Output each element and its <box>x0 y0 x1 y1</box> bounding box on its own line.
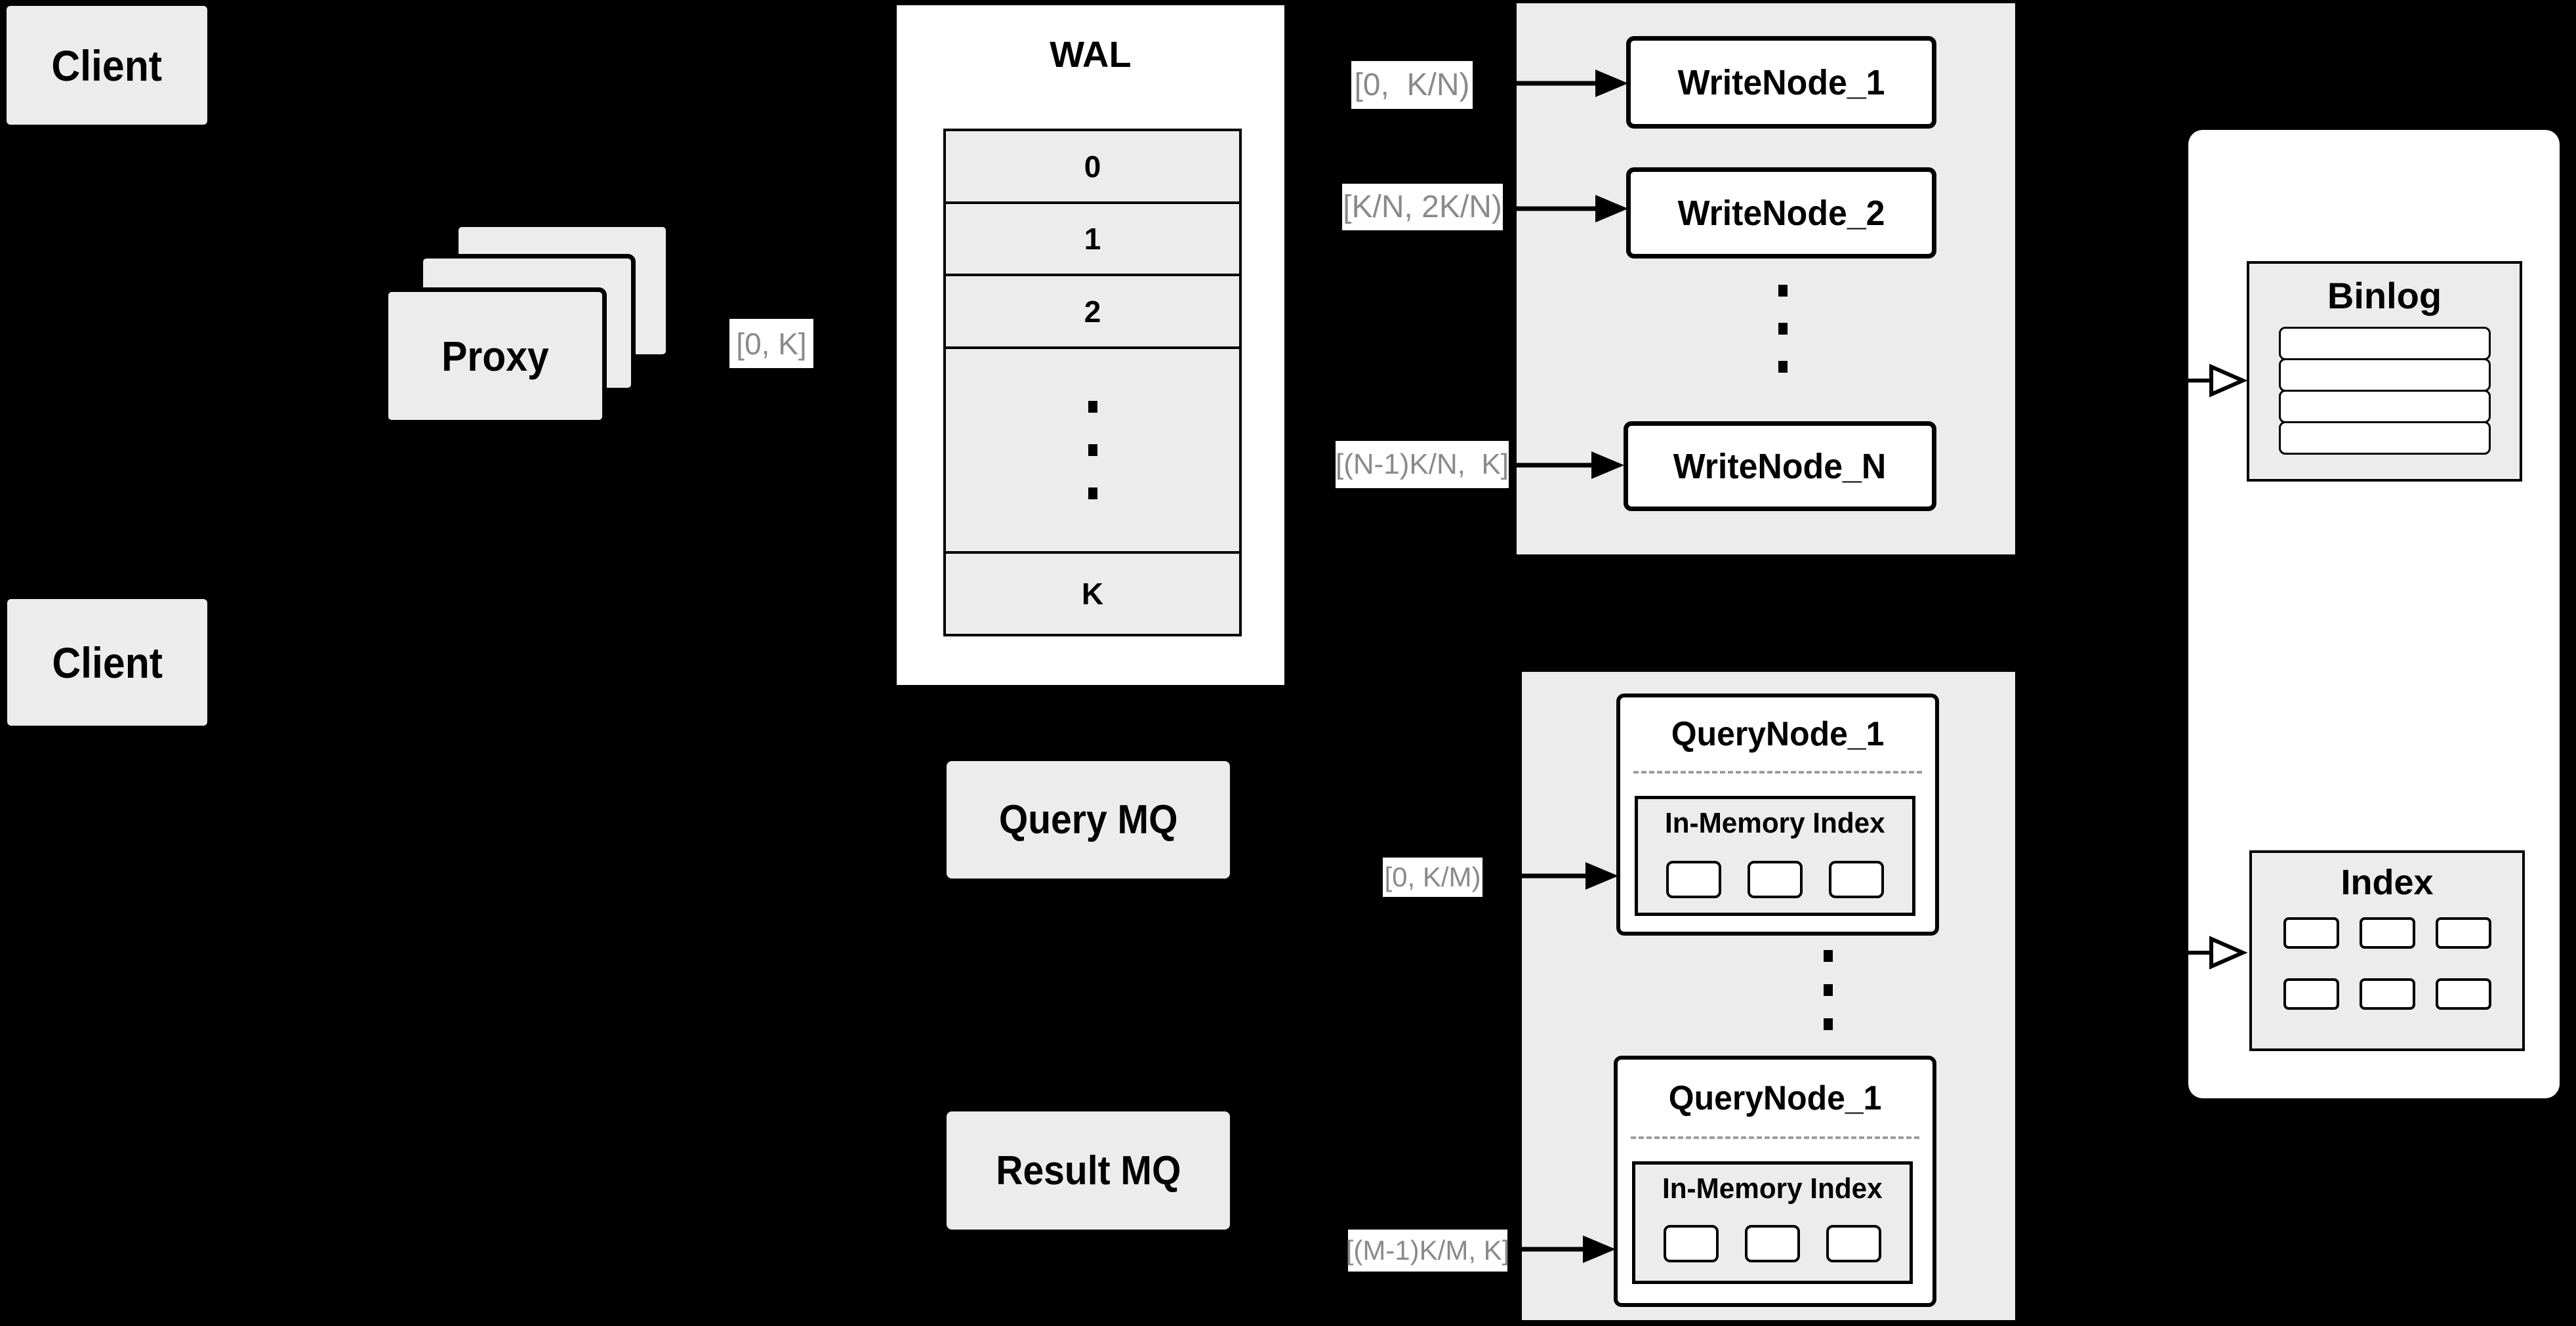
segment-square-icon <box>1748 861 1803 898</box>
range-label-write-2: [K/N, 2K/N) <box>1342 184 1503 230</box>
binlog-title: Binlog <box>2327 275 2442 316</box>
segment-square-icon <box>1745 1225 1800 1262</box>
range-label-query-1: [0, K/M) <box>1383 858 1482 897</box>
client-top-label: Client <box>51 41 163 90</box>
write-node-2-box: WriteNode_2 <box>1626 167 1936 259</box>
in-memory-index-title: In-Memory Index <box>1662 1172 1883 1205</box>
result-mq-label: Result MQ <box>995 1148 1181 1193</box>
segment-square-icon <box>1666 861 1721 898</box>
query-node-m-title: QueryNode_1 <box>1668 1079 1882 1117</box>
dashed-divider <box>1633 771 1922 774</box>
write-node-2-label: WriteNode_2 <box>1677 193 1885 233</box>
wal-segment-1: 1 <box>1084 222 1101 256</box>
range-label-write-1: [0, K/N) <box>1351 61 1473 109</box>
segment-square-icon <box>1664 1225 1719 1262</box>
dashed-divider <box>1631 1136 1919 1139</box>
write-node-n-label: WriteNode_N <box>1673 446 1887 486</box>
segment-squares <box>1638 861 1912 898</box>
wal-segment-row: K <box>946 554 1239 634</box>
query-node-m-box: QueryNode_1 In-Memory Index <box>1614 1056 1936 1307</box>
vertical-ellipsis-icon <box>1778 285 1788 373</box>
query-node-1-box: QueryNode_1 In-Memory Index <box>1616 694 1939 936</box>
wal-segment-table: 0 1 2 K <box>943 129 1242 636</box>
segment-square-icon <box>1829 861 1884 898</box>
wal-ellipsis-row <box>946 349 1239 554</box>
proxy-label: Proxy <box>441 332 549 380</box>
binlog-rows <box>2249 327 2520 455</box>
index-title: Index <box>2341 863 2434 902</box>
store-engine-panel: Store Engine Binlog Index <box>2188 130 2560 1098</box>
wal-segment-row: 0 <box>946 131 1239 204</box>
query-mq-label: Query MQ <box>998 797 1178 842</box>
index-cell-icon <box>2359 917 2415 949</box>
proxy-card-front: Proxy <box>384 287 607 425</box>
binlog-row-icon <box>2278 390 2491 423</box>
index-cells-row <box>2252 978 2522 1010</box>
index-cell-icon <box>2435 917 2491 949</box>
binlog-row-icon <box>2278 421 2491 455</box>
write-node-1-box: WriteNode_1 <box>1626 36 1936 129</box>
segment-squares <box>1635 1225 1910 1262</box>
result-mq-box: Result MQ <box>947 1111 1230 1230</box>
range-label-proxy-wal: [0, K] <box>729 319 813 368</box>
range-label-write-n: [(N-1)K/N, K] <box>1336 441 1509 488</box>
wal-panel: WAL 0 1 2 K <box>897 5 1284 685</box>
wal-segment-row: 2 <box>946 276 1239 349</box>
in-memory-index-title: In-Memory Index <box>1665 807 1885 839</box>
wal-segment-k: K <box>1081 577 1104 611</box>
index-cells-row <box>2252 917 2522 949</box>
binlog-row-icon <box>2278 358 2491 392</box>
write-node-1-label: WriteNode_1 <box>1677 62 1885 102</box>
index-cell-icon <box>2359 978 2415 1010</box>
binlog-box: Binlog <box>2247 261 2522 482</box>
segment-square-icon <box>1826 1225 1881 1262</box>
query-node-1-title: QueryNode_1 <box>1671 715 1885 753</box>
vertical-ellipsis-icon <box>1088 401 1097 499</box>
index-cell-icon <box>2435 978 2491 1010</box>
query-mq-box: Query MQ <box>947 761 1230 879</box>
wal-segment-0: 0 <box>1084 149 1101 184</box>
index-cell-icon <box>2283 917 2339 949</box>
index-box: Index <box>2249 850 2525 1051</box>
wal-segment-2: 2 <box>1084 294 1101 329</box>
in-memory-index-box: In-Memory Index <box>1635 796 1915 916</box>
in-memory-index-box: In-Memory Index <box>1632 1161 1913 1284</box>
wal-title: WAL <box>1050 33 1132 75</box>
vertical-ellipsis-icon <box>1824 950 1833 1030</box>
client-box-top: Client <box>7 6 207 125</box>
binlog-row-icon <box>2278 327 2491 360</box>
range-label-query-m: [(M-1)K/M, K] <box>1346 1230 1509 1272</box>
client-box-bottom: Client <box>7 599 207 726</box>
wal-segment-row: 1 <box>946 204 1239 276</box>
index-cell-icon <box>2283 978 2339 1010</box>
client-bottom-label: Client <box>52 638 163 687</box>
write-node-n-box: WriteNode_N <box>1624 421 1936 511</box>
